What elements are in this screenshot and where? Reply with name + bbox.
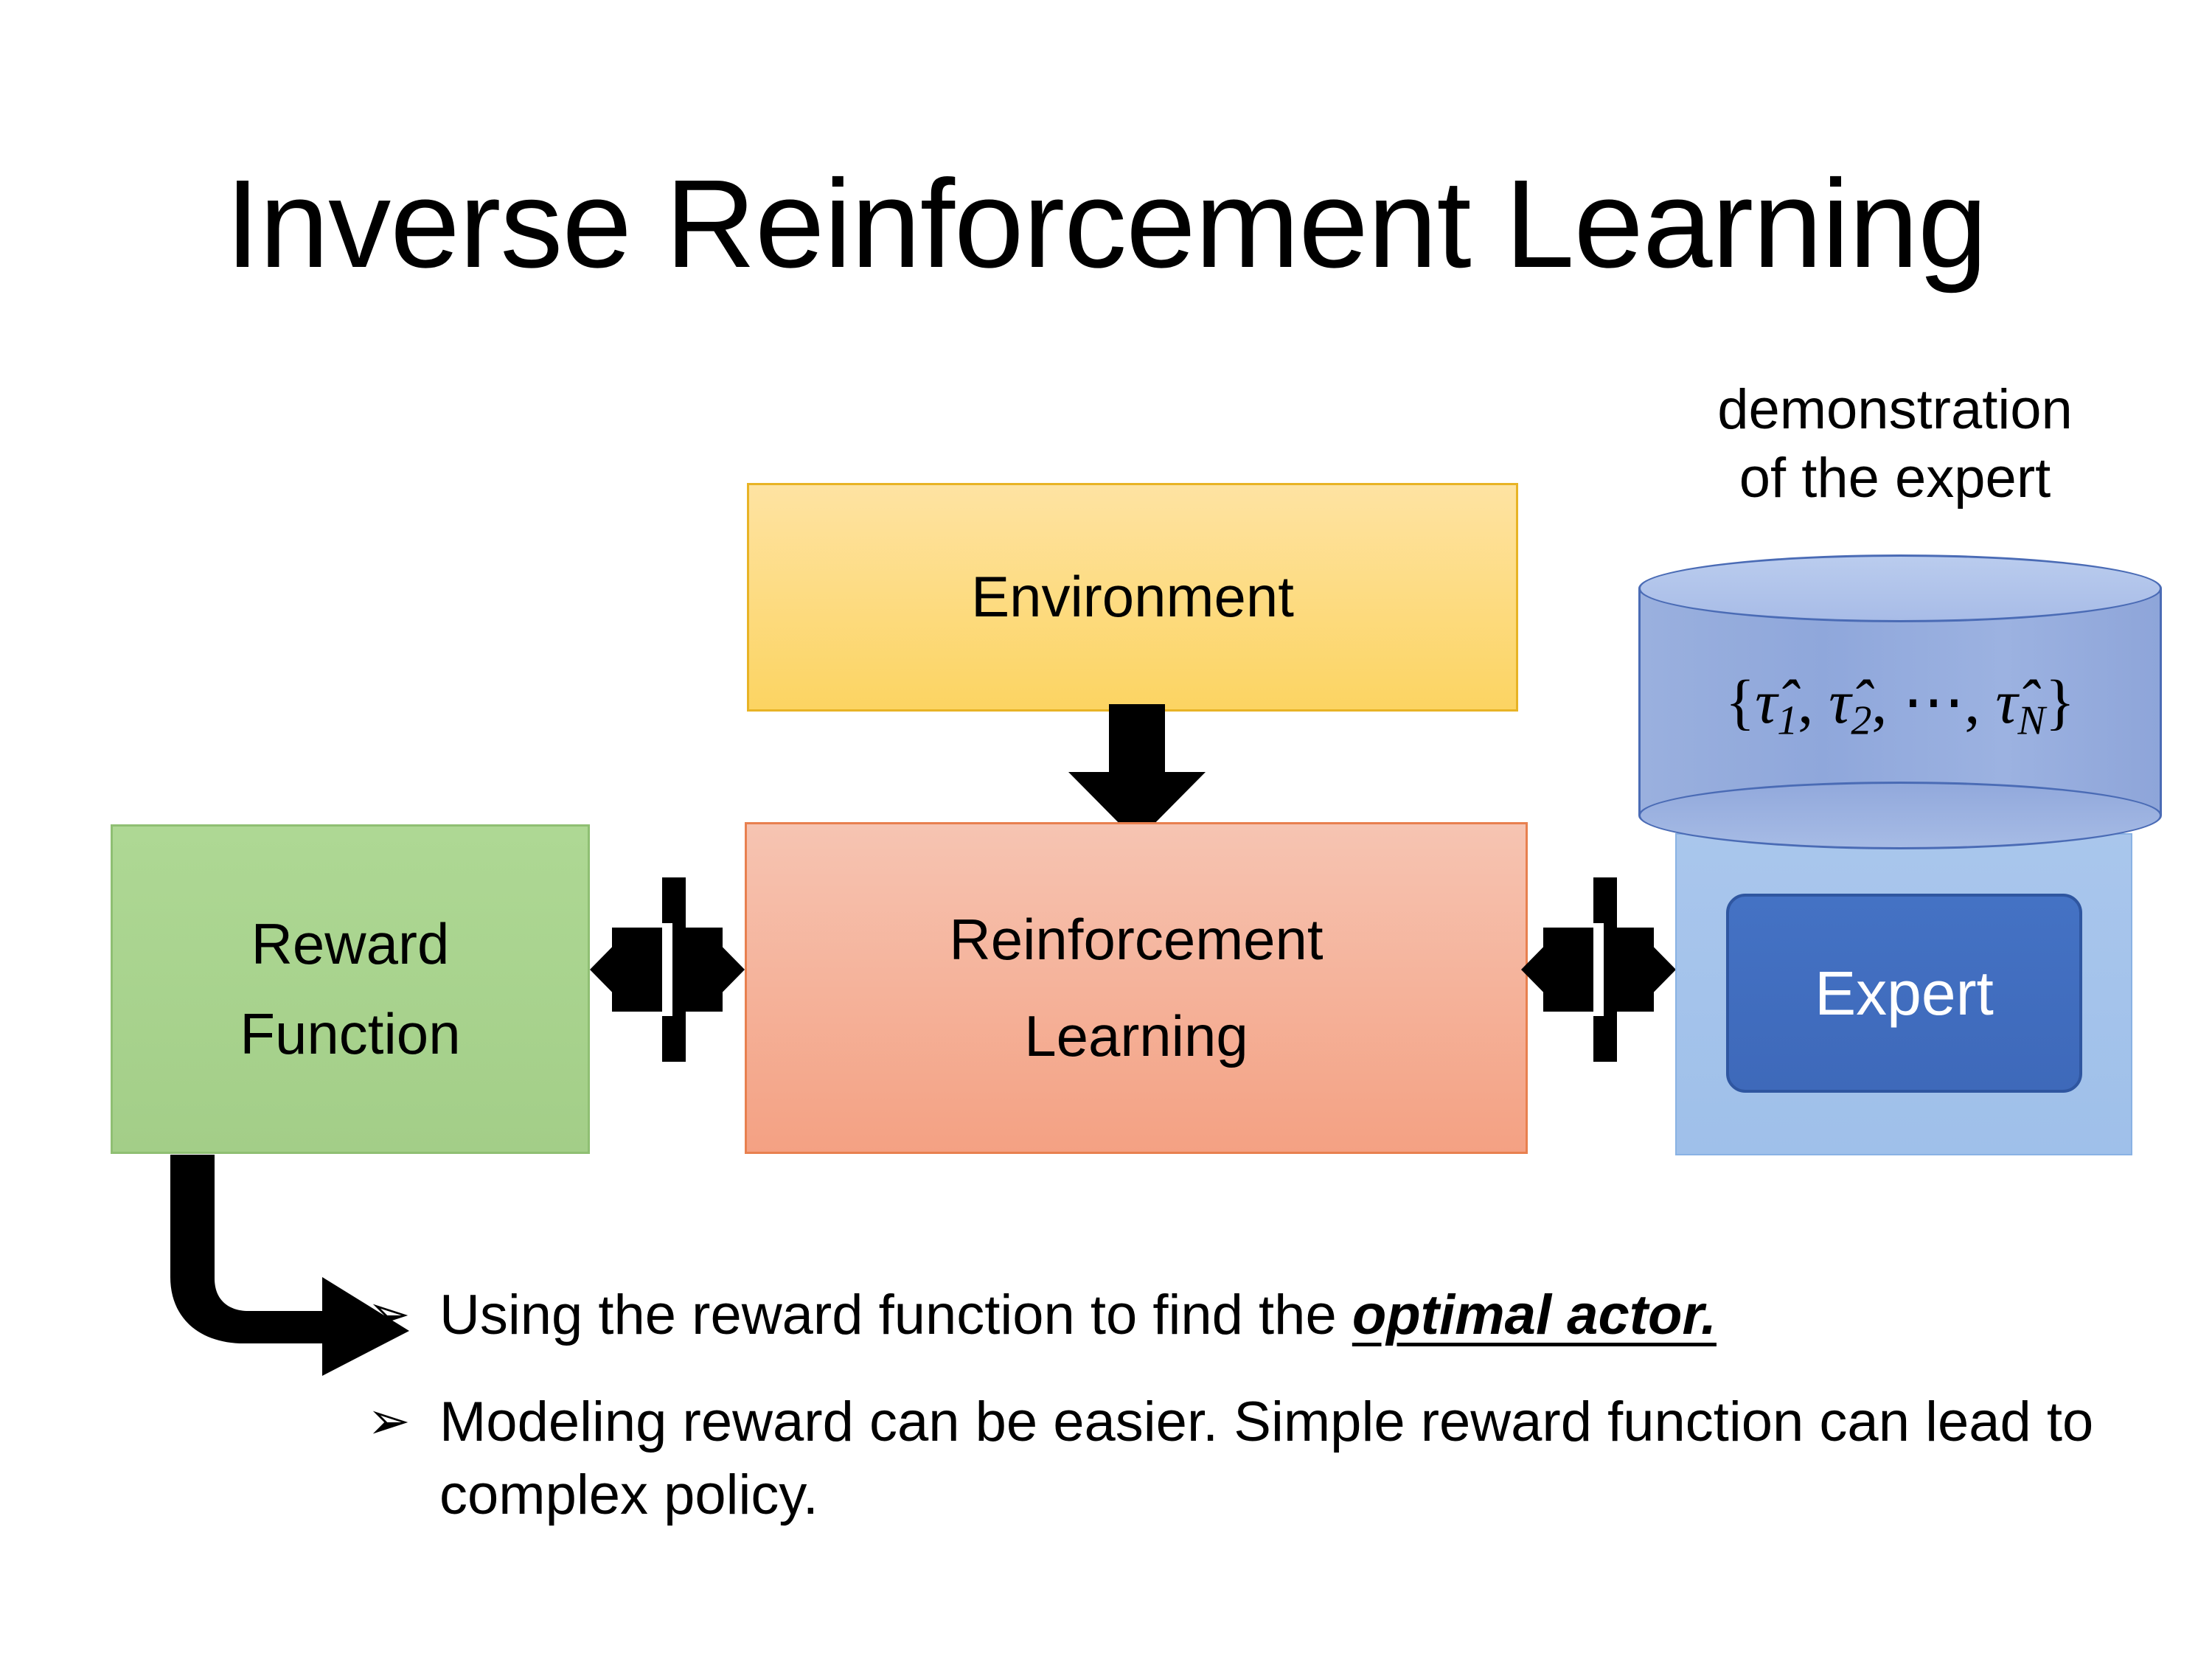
cylinder-bottom-ellipse <box>1638 782 2162 849</box>
set-close-brace: } <box>2045 668 2076 737</box>
cylinder-body <box>1638 588 2162 815</box>
bullet-text-1-before: Modeling reward can be easier. Simple re… <box>439 1390 2094 1526</box>
set-open-brace: { <box>1725 668 1756 737</box>
bullet-list: ➢ Using the reward function to find the o… <box>367 1279 2137 1565</box>
demonstration-caption-line1: demonstration <box>1717 378 2073 441</box>
tau-2: τ̂ <box>1829 668 1851 737</box>
bent-elbow-arrow-icon <box>170 1155 409 1376</box>
comma-2: , <box>1871 668 1903 737</box>
environment-box[interactable]: Environment <box>747 483 1518 712</box>
rl-label: Reinforcement Learning <box>949 904 1323 1073</box>
reinforcement-learning-box[interactable]: Reinforcement Learning <box>745 822 1528 1154</box>
tau-n-subscript: N <box>2017 698 2045 744</box>
down-arrow-icon <box>1068 704 1206 841</box>
tau-1-subscript: 1 <box>1777 698 1798 744</box>
tau-1: τ̂ <box>1755 668 1778 737</box>
rl-label-line2: Learning <box>1024 1004 1248 1068</box>
demonstration-caption-line2: of the expert <box>1739 446 2051 509</box>
bullet-arrow-icon: ➢ <box>367 1285 411 1343</box>
ellipsis: ⋯ <box>1902 668 1965 737</box>
demonstration-caption: demonstration of the expert <box>1622 376 2168 512</box>
bullet-text-0-emphasis: optimal actor. <box>1352 1284 1717 1346</box>
bullet-text-0-before: Using the reward function to find the <box>439 1284 1352 1346</box>
demonstration-cylinder[interactable]: {τ̂1, τ̂2, ⋯, τ̂N} <box>1638 554 2162 849</box>
comma-3: , <box>1964 668 1996 737</box>
reward-label: Reward Function <box>240 908 460 1070</box>
cylinder-top-ellipse <box>1638 554 2162 622</box>
tau-n: τ̂ <box>1995 668 2018 737</box>
page-title: Inverse Reinforcement Learning <box>225 154 1987 294</box>
comma-1: , <box>1798 668 1829 737</box>
list-item: ➢ Using the reward function to find the o… <box>367 1279 2137 1352</box>
expert-label: Expert <box>1815 958 1994 1028</box>
quad-arrow-icon-right <box>1521 877 1676 1062</box>
reward-function-box[interactable]: Reward Function <box>111 824 590 1154</box>
bullet-arrow-icon: ➢ <box>367 1391 411 1450</box>
expert-box[interactable]: Expert <box>1726 894 2082 1093</box>
list-item: ➢ Modeling reward can be easier. Simple r… <box>367 1386 2137 1532</box>
trajectory-set-label: {τ̂1, τ̂2, ⋯, τ̂N} <box>1638 665 2162 745</box>
tau-2-subscript: 2 <box>1851 698 1872 744</box>
reward-label-line1: Reward <box>251 911 450 976</box>
quad-arrow-icon-left <box>590 877 745 1062</box>
reward-label-line2: Function <box>240 1001 461 1066</box>
environment-label: Environment <box>971 564 1294 630</box>
rl-label-line1: Reinforcement <box>949 906 1324 972</box>
